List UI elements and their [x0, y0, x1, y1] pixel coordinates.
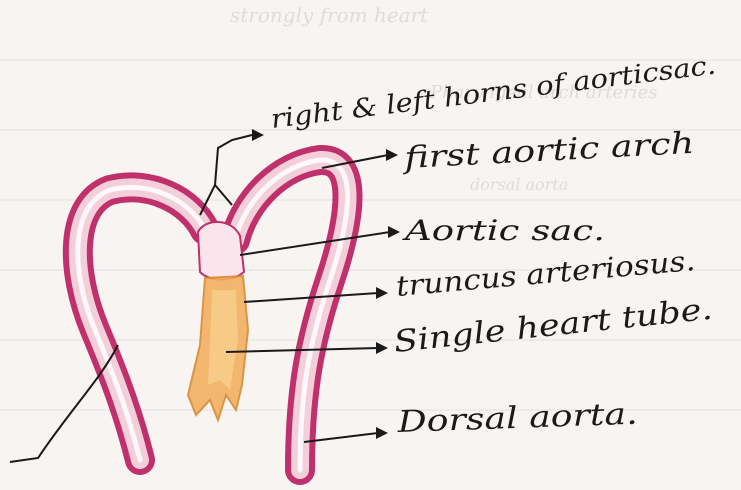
label-single-heart-tube: Single heart tube. — [392, 292, 714, 360]
bleed-line-1: strongly from heart — [230, 3, 429, 27]
horns-leader-branch — [215, 185, 232, 205]
first-arch-arrow-icon — [386, 149, 398, 161]
truncus-arrow-icon — [376, 287, 388, 299]
aortic-sac-leader — [240, 232, 390, 255]
heart-tube-arrow-icon — [376, 342, 388, 354]
label-aortic-sac: Aortic sac. — [401, 214, 605, 247]
bleed-line-3: dorsal aorta — [470, 175, 568, 194]
dorsal-aorta-arrow-icon — [376, 427, 388, 439]
aortic-sac-arrow-icon — [388, 226, 400, 238]
label-dorsal-aorta: Dorsal aorta. — [396, 397, 638, 440]
horns-arrow-icon — [252, 129, 264, 141]
heart-tube — [188, 276, 248, 420]
left-aortic-arch — [78, 187, 205, 460]
right-aortic-arch — [235, 160, 348, 470]
label-truncus-arteriosus: truncus arteriosus. — [395, 244, 697, 303]
aortic-sac — [198, 222, 244, 280]
label-first-aortic-arch: first aortic arch — [401, 126, 695, 176]
